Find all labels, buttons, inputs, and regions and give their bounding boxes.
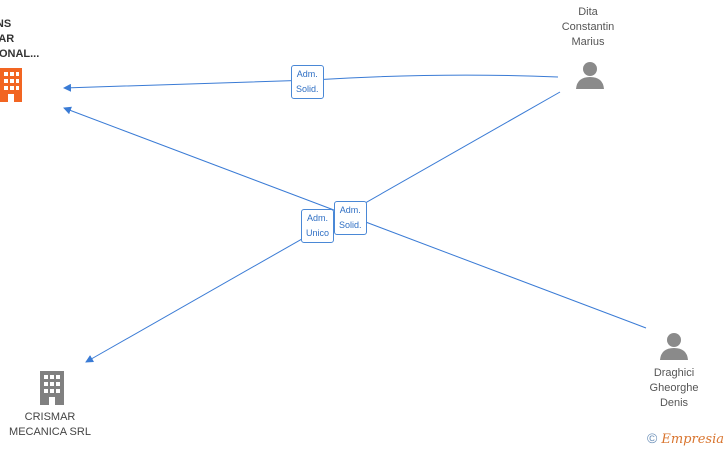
person-dita-label-line: Marius — [571, 36, 605, 48]
edge-label-line: Adm. — [307, 213, 329, 223]
edge-label-line: Solid. — [296, 84, 319, 94]
person-draghici-label-line: Draghici — [653, 367, 695, 379]
person-icon[interactable] — [575, 60, 605, 90]
company-main-label-line: ACIONAL... — [0, 48, 40, 60]
edge-dita-to-main — [63, 74, 559, 92]
edge-label-line: Adm. — [296, 69, 318, 79]
person-dita-label-line: Constantin — [561, 21, 615, 33]
edge-label-dita-crismar[interactable]: Adm. Unico — [301, 209, 335, 243]
company-crismar-label-line: MECANICA SRL — [9, 426, 91, 438]
edge-label-line: Unico — [306, 228, 330, 238]
person-draghici-label-line: Gheorghe — [649, 382, 699, 394]
edge-label-line: Adm. — [339, 205, 361, 215]
footer-watermark: ©Empresia — [647, 430, 724, 447]
person-draghici-label[interactable]: Draghici Gheorghe Denis — [634, 366, 714, 411]
brand-logo: Empresia — [661, 432, 724, 447]
company-main-label-line: MMAR — [0, 33, 15, 45]
company-main-label-line: RANS — [0, 18, 12, 30]
edge-label-line: Solid. — [339, 220, 362, 230]
edge-label-draghici-main[interactable]: Adm. Solid. — [334, 201, 367, 235]
building-icon[interactable] — [0, 68, 26, 102]
building-icon[interactable] — [38, 371, 66, 405]
person-dita-label-line: Dita — [578, 6, 598, 18]
company-crismar-label[interactable]: CRISMAR MECANICA SRL — [0, 410, 100, 440]
copyright-icon: © — [647, 430, 658, 446]
edge-label-dita-main[interactable]: Adm. Solid. — [291, 65, 324, 99]
person-icon[interactable] — [659, 331, 689, 361]
company-main-label[interactable]: RANS MMAR ACIONAL... — [0, 17, 80, 62]
person-dita-label[interactable]: Dita Constantin Marius — [548, 5, 628, 50]
person-draghici-label-line: Denis — [659, 397, 689, 409]
company-crismar-label-line: CRISMAR — [24, 411, 76, 423]
